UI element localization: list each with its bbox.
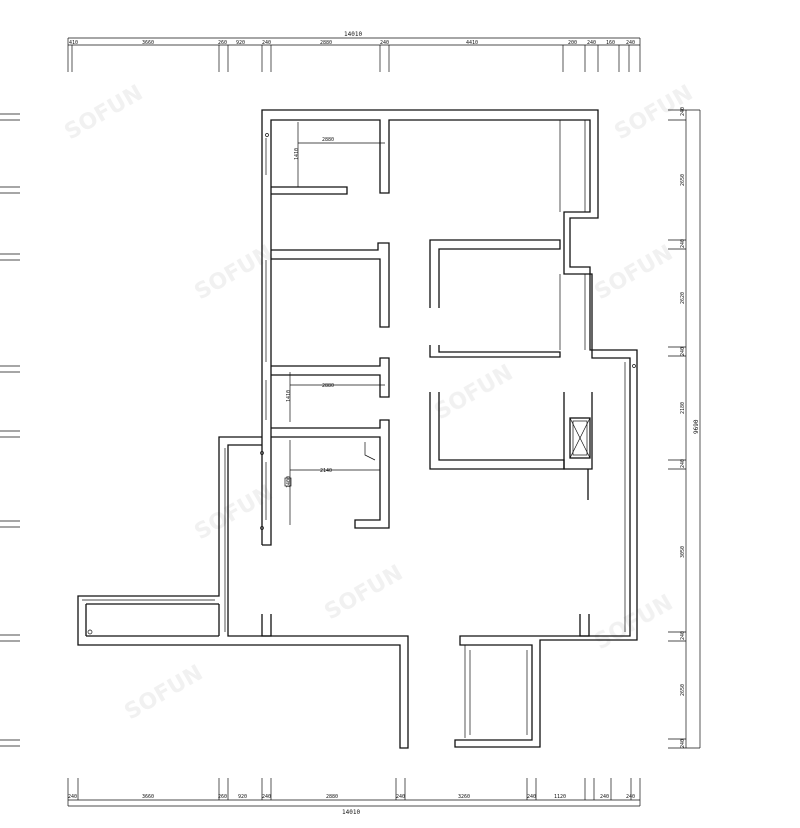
interior-walls [261,186,593,637]
top-dim-label: 240 [626,40,635,46]
right-dim-label: 2180 [680,402,686,414]
bottom-dim-label: 240 [68,794,77,800]
top-dim-label: 240 [587,40,596,46]
bottom-dim-label: 240 [527,794,536,800]
window-lines [82,120,626,738]
bottom-dim-label: 240 [396,794,405,800]
top-dim-label: 410 [69,40,78,46]
room-dim-label: 2880 [322,383,334,389]
top-dim-label: 2880 [320,40,332,46]
bottom-dim-label: 240 [262,794,271,800]
watermark: SOFUN [321,561,408,626]
exterior-walls [77,109,638,749]
bottom-dim-label: 920 [238,794,247,800]
watermark: SOFUN [431,361,518,426]
bottom-dim-label: 1120 [554,794,566,800]
top-dim-label: 260 [218,40,227,46]
room-dimensions [289,122,385,525]
left-dimension-ticks [0,113,20,747]
room-dim-label: 1410 [294,148,300,160]
top-dim-label: 920 [236,40,245,46]
room-dim-label: 1400 [286,476,292,488]
watermark: SOFUN [191,241,278,306]
watermark: SOFUN [121,661,208,726]
bottom-dim-label: 3260 [458,794,470,800]
top-dim-label: 240 [380,40,389,46]
watermark-layer: SOFUN SOFUN SOFUN SOFUN SOFUN SOFUN SOFU… [61,81,698,726]
fixture-symbols [87,133,636,635]
right-total-dim: 9690 [693,419,700,434]
watermark: SOFUN [591,591,678,656]
bottom-dimension-chain: 240 3660 260 920 240 2880 240 3260 240 1… [67,778,641,816]
top-dimension-chain: 14010 410 3660 260 920 240 2880 240 4410… [67,31,641,72]
bottom-dim-label: 3660 [142,794,154,800]
right-dim-label: 240 [680,459,686,468]
top-dim-label: 240 [262,40,271,46]
bottom-total-dim: 14010 [342,809,360,816]
top-dim-label: 160 [606,40,615,46]
right-dim-label: 3050 [680,546,686,558]
watermark: SOFUN [191,481,278,546]
right-dim-label: 240 [680,631,686,640]
room-dim-label: 2880 [322,137,334,143]
room-dim-label: 2140 [320,468,332,474]
top-dim-label: 200 [568,40,577,46]
right-dim-label: 2620 [680,292,686,304]
right-dim-label: 240 [680,239,686,248]
top-dim-label: 4410 [466,40,478,46]
room-dim-label: 1410 [286,390,292,402]
right-dim-label: 2650 [680,174,686,186]
right-dim-label: 2650 [680,684,686,696]
top-dim-label: 3660 [142,40,154,46]
bottom-dim-label: 240 [626,794,635,800]
right-dimension-chain: 240 2650 240 2620 240 2180 240 3050 240 … [668,107,701,749]
bottom-dim-label: 260 [218,794,227,800]
bottom-dim-label: 240 [600,794,609,800]
right-dim-label: 240 [680,347,686,356]
right-dim-label: 240 [680,107,686,116]
shaft-box [569,417,591,459]
watermark: SOFUN [61,81,148,146]
watermark: SOFUN [591,241,678,306]
right-dim-label: 240 [680,739,686,748]
bottom-dim-label: 2880 [326,794,338,800]
top-total-dim: 14010 [344,31,362,38]
